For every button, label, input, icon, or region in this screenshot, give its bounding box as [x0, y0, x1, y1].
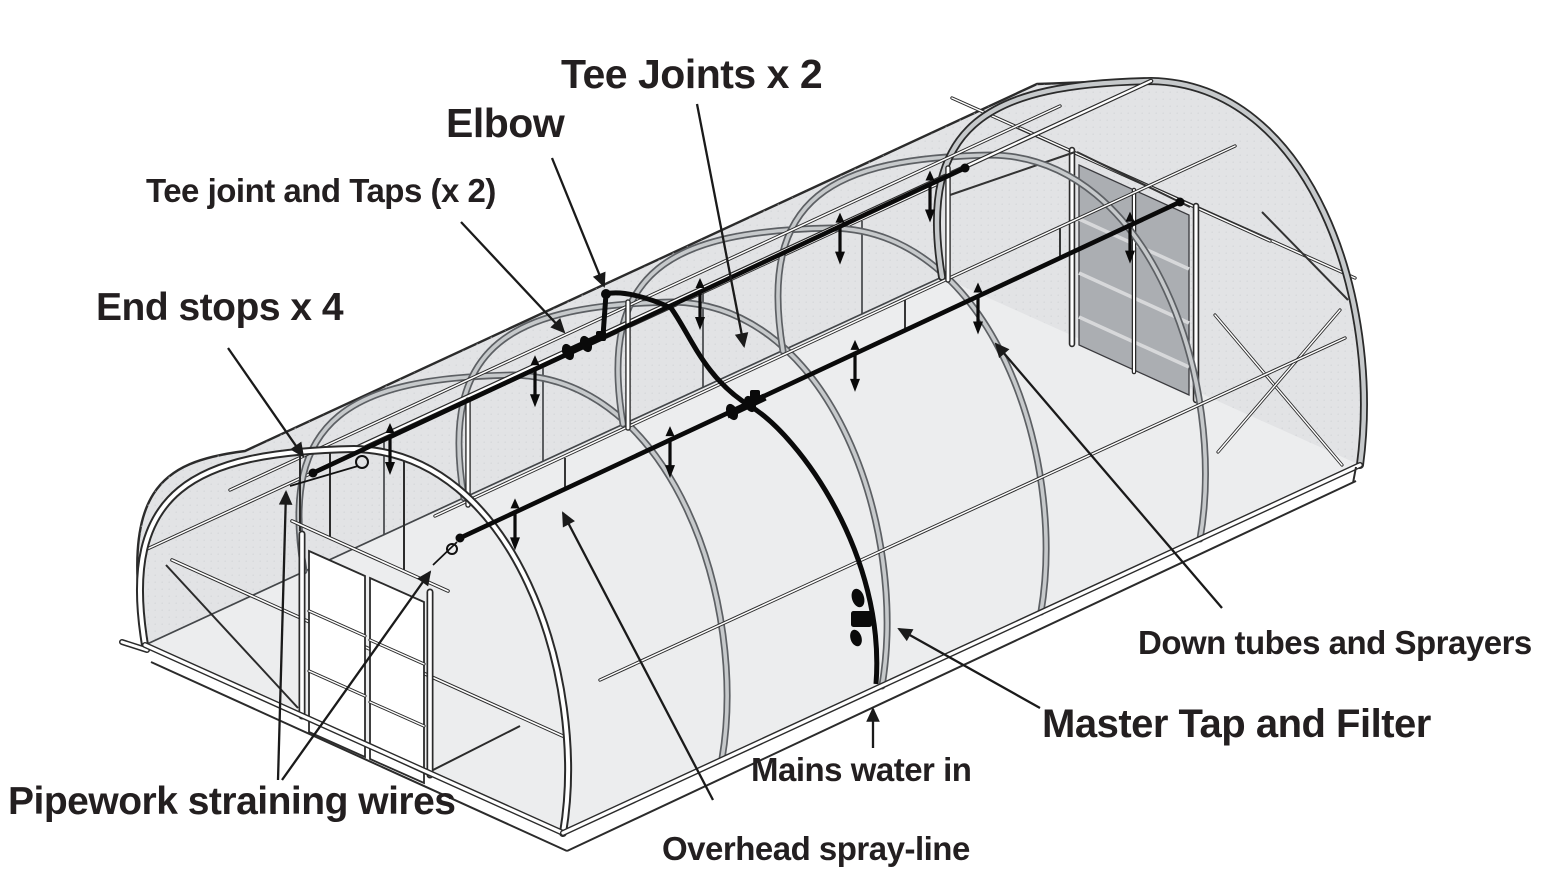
- master-tap-and-filter: [850, 588, 872, 647]
- down-tube-sprayer: [973, 282, 983, 335]
- leader-tee-taps: [460, 221, 566, 334]
- down-tube-sprayer: [695, 278, 705, 331]
- label-tee-joints: Tee Joints x 2: [561, 51, 823, 97]
- down-tube-sprayer: [665, 426, 675, 479]
- leader-overhead-spray: [561, 511, 715, 801]
- leader-wires-1: [276, 490, 293, 781]
- leader-elbow: [550, 157, 606, 288]
- leader-end-stops: [227, 347, 305, 458]
- label-down-tubes-and-sprayers: Down tubes and Sprayers: [1138, 624, 1532, 661]
- overhead-spray-line-right: [459, 199, 1181, 541]
- end-stops: [308, 163, 1185, 543]
- roof-posts: [465, 165, 951, 508]
- roof-truss-brace: [949, 151, 1191, 208]
- front-door-panels: [307, 549, 426, 785]
- irrigation-system: [289, 163, 1185, 685]
- down-tube-sprayer: [530, 355, 540, 408]
- suspension-drops: [564, 228, 1061, 490]
- front-mid-rail: [170, 558, 567, 739]
- down-tube-sprayer: [1125, 211, 1135, 264]
- leader-arrows: [227, 103, 1223, 801]
- leader-master-tap: [897, 627, 1041, 710]
- label-overhead-spray-line: Overhead spray-line: [662, 830, 970, 867]
- feed-pipe: [605, 290, 880, 685]
- leader-tee-joints: [695, 103, 749, 348]
- elbow-fitting: [600, 293, 609, 337]
- down-tube-sprayer: [385, 422, 395, 475]
- leader-down-tubes: [994, 342, 1223, 609]
- base-rails: [119, 462, 1363, 852]
- label-master-tap-and-filter: Master Tap and Filter: [1042, 702, 1431, 746]
- down-tubes-and-sprayers: [385, 170, 1135, 551]
- front-diagonal-brace: [165, 564, 299, 709]
- label-tee-joint-and-taps: Tee joint and Taps (x 2): [146, 172, 496, 209]
- far-end-face: [949, 96, 1357, 467]
- tee-joint-and-taps-right: [725, 390, 767, 421]
- label-mains-water-in: Mains water in: [751, 751, 972, 788]
- down-tube-sprayer: [850, 339, 860, 392]
- pipework-straining-wires: [289, 455, 458, 566]
- down-tube-sprayer: [925, 170, 935, 223]
- leader-wires-2: [281, 570, 432, 781]
- down-tube-sprayer: [510, 498, 520, 551]
- overhead-spray-line-left: [312, 165, 966, 476]
- near-side-rail: [598, 336, 1347, 682]
- label-end-stops: End stops x 4: [96, 286, 344, 329]
- label-elbow: Elbow: [446, 100, 565, 146]
- down-tube-sprayer: [835, 212, 845, 265]
- tee-joint-and-taps-left: [561, 331, 606, 361]
- far-end-cross-brace: [1213, 308, 1344, 467]
- front-door-posts: [298, 530, 434, 779]
- label-pipework-straining-wires: Pipework straining wires: [8, 780, 456, 823]
